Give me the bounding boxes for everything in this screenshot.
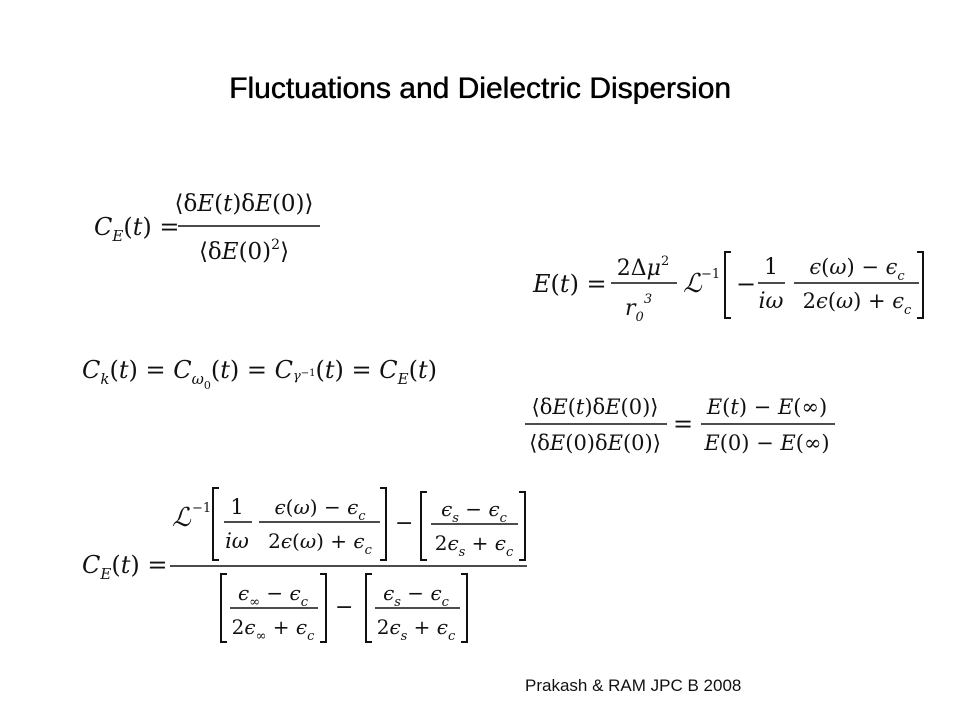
equation-ce-definition-svg: CE(t) = ⟨δE(t)δE(0)⟩ ⟨δE(0)2⟩ bbox=[94, 191, 320, 265]
equation-e-of-t-svg: E(t) = 2Δμ2 r03 ℒ −1 − 1 iω ϵ(ω) − ϵc 2ϵ… bbox=[532, 251, 924, 325]
svg-text:2ϵ(ω) + ϵc: 2ϵ(ω) + ϵc bbox=[803, 289, 912, 318]
svg-text:ϵ∞ − ϵc: ϵ∞ − ϵc bbox=[238, 581, 309, 610]
svg-text:1: 1 bbox=[230, 495, 243, 519]
svg-text:ϵs − ϵc: ϵs − ϵc bbox=[441, 497, 508, 526]
equation-correlation-equalities-svg: Ck(t) = Cω0(t) = Cγ−1(t) = CE(t) bbox=[82, 356, 437, 392]
svg-text:E(0) − E(∞): E(0) − E(∞) bbox=[703, 431, 829, 455]
svg-text:ℒ: ℒ bbox=[683, 269, 703, 299]
svg-text:⟨δE(t)δE(0)⟩: ⟨δE(t)δE(0)⟩ bbox=[532, 395, 659, 419]
svg-text:−1: −1 bbox=[192, 501, 211, 516]
equation-normalized-correlation: ⟨δE(t)δE(0)⟩ ⟨δE(0)δE(0)⟩ = E(t) − E(∞) … bbox=[523, 386, 843, 466]
svg-text:⟨δE(t)δE(0)⟩: ⟨δE(t)δE(0)⟩ bbox=[174, 191, 313, 217]
svg-text:ϵs − ϵc: ϵs − ϵc bbox=[383, 581, 450, 610]
equation-correlation-equalities: Ck(t) = Cω0(t) = Cγ−1(t) = CE(t) bbox=[82, 350, 437, 400]
equation-e-of-t: E(t) = 2Δμ2 r03 ℒ −1 − 1 iω ϵ(ω) − ϵc 2ϵ… bbox=[532, 248, 928, 328]
equation-normalized-correlation-svg: ⟨δE(t)δE(0)⟩ ⟨δE(0)δE(0)⟩ = E(t) − E(∞) … bbox=[525, 395, 835, 455]
svg-text:−: − bbox=[736, 270, 756, 298]
svg-text:iω: iω bbox=[225, 529, 249, 553]
svg-text:=: = bbox=[673, 410, 693, 438]
svg-text:ϵ(ω) − ϵc: ϵ(ω) − ϵc bbox=[274, 495, 366, 524]
svg-text:E(t) =: E(t) = bbox=[532, 270, 607, 298]
svg-text:1: 1 bbox=[764, 255, 778, 280]
svg-text:2ϵ(ω) + ϵc: 2ϵ(ω) + ϵc bbox=[268, 529, 373, 558]
slide-title: Fluctuations and Dielectric Dispersion bbox=[229, 72, 731, 105]
equation-ce-dielectric-svg: CE(t) = ℒ −1 1 iω ϵ(ω) − ϵc 2ϵ(ω) + ϵc −… bbox=[82, 487, 527, 644]
citation: Prakash & RAM JPC B 2008 bbox=[525, 676, 742, 695]
svg-text:E(t) − E(∞): E(t) − E(∞) bbox=[706, 395, 827, 419]
svg-text:CE(t) =: CE(t) = bbox=[94, 213, 179, 245]
svg-text:2ϵs + ϵc: 2ϵs + ϵc bbox=[377, 615, 456, 644]
svg-text:CE(t) =: CE(t) = bbox=[82, 551, 167, 583]
svg-text:⟨δE(0)δE(0)⟩: ⟨δE(0)δE(0)⟩ bbox=[529, 431, 661, 455]
svg-text:−: − bbox=[335, 595, 353, 620]
svg-text:2Δμ2: 2Δμ2 bbox=[617, 254, 669, 281]
svg-text:2ϵs + ϵc: 2ϵs + ϵc bbox=[435, 531, 514, 560]
svg-text:−1: −1 bbox=[701, 267, 720, 282]
equation-ce-definition: CE(t) = ⟨δE(t)δE(0)⟩ ⟨δE(0)2⟩ bbox=[94, 188, 344, 270]
svg-text:⟨δE(0)2⟩: ⟨δE(0)2⟩ bbox=[199, 237, 289, 265]
svg-text:−: − bbox=[395, 511, 413, 536]
svg-text:2ϵ∞ + ϵc: 2ϵ∞ + ϵc bbox=[232, 615, 315, 644]
svg-text:ℒ: ℒ bbox=[172, 503, 192, 533]
svg-text:iω: iω bbox=[759, 289, 784, 314]
equation-ce-dielectric: CE(t) = ℒ −1 1 iω ϵ(ω) − ϵc 2ϵ(ω) + ϵc −… bbox=[82, 482, 532, 647]
svg-text:r03: r03 bbox=[625, 292, 652, 325]
svg-text:ϵ(ω) − ϵc: ϵ(ω) − ϵc bbox=[809, 255, 905, 284]
svg-text:Ck(t) = Cω0(t) = Cγ−1(t) = CE(: Ck(t) = Cω0(t) = Cγ−1(t) = CE(t) bbox=[82, 356, 437, 392]
